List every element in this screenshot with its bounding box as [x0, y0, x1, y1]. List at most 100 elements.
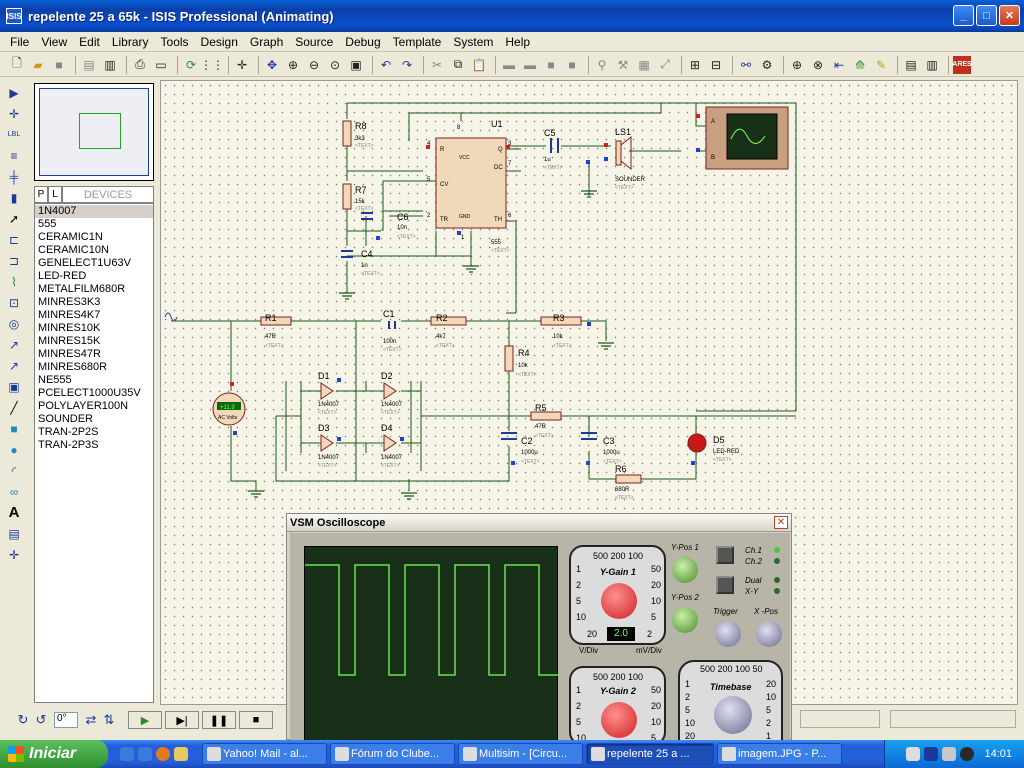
- play-button[interactable]: ▶: [128, 711, 162, 729]
- desktop-quicklaunch-icon[interactable]: [138, 747, 152, 761]
- list-item[interactable]: TRAN-2P2S: [38, 426, 99, 438]
- c5-label[interactable]: C5: [544, 128, 556, 138]
- block-copy-icon[interactable]: ▬: [503, 57, 515, 72]
- virtual-instruments-icon[interactable]: ▣: [8, 379, 20, 394]
- list-item[interactable]: PCELECT1000U35V: [38, 387, 141, 399]
- oscilloscope-close-icon[interactable]: ✕: [774, 516, 788, 529]
- rotate-anticlockwise-icon[interactable]: ↺: [35, 712, 47, 727]
- list-item[interactable]: MINRES3K3: [38, 296, 101, 308]
- list-item[interactable]: LED-RED: [38, 270, 87, 282]
- list-item[interactable]: 1N4007: [35, 205, 153, 218]
- voltage-probe-icon[interactable]: ↗: [8, 337, 20, 352]
- wire-autoroute-icon[interactable]: ⊞: [689, 57, 701, 72]
- block-move-icon[interactable]: ▬: [524, 57, 536, 72]
- r7-label[interactable]: R7: [355, 185, 367, 195]
- pick-devices-tab[interactable]: P: [34, 186, 48, 203]
- redo-icon[interactable]: ↷: [401, 57, 413, 72]
- minimize-button[interactable]: _: [953, 5, 974, 26]
- box-icon[interactable]: ■: [10, 421, 18, 436]
- search-icon[interactable]: ⚯: [740, 57, 752, 72]
- r3-label[interactable]: R3: [553, 313, 565, 323]
- trigger-knob[interactable]: [715, 621, 741, 647]
- list-item[interactable]: MINRES4K7: [38, 309, 101, 321]
- mode-button[interactable]: [716, 576, 734, 594]
- firefox-quicklaunch-icon[interactable]: [156, 747, 170, 761]
- graph-mode-icon[interactable]: ⌇: [11, 274, 17, 289]
- list-item[interactable]: MINRES47R: [38, 348, 101, 360]
- menu-template[interactable]: Template: [392, 34, 442, 49]
- import-icon[interactable]: ▤: [83, 57, 95, 72]
- new-file-icon[interactable]: 🗋: [12, 56, 22, 70]
- zoom-area-icon[interactable]: ▣: [350, 57, 362, 72]
- y-gain-1-knob[interactable]: [601, 583, 637, 619]
- c4-label[interactable]: C4: [361, 249, 373, 259]
- list-item[interactable]: NE555: [38, 374, 72, 386]
- path-icon[interactable]: ∞: [9, 484, 19, 499]
- component-mode-icon[interactable]: ▶: [9, 85, 19, 100]
- list-item[interactable]: MINRES680R: [38, 361, 108, 373]
- library-manager-tab[interactable]: L: [48, 186, 62, 203]
- r1-label[interactable]: R1: [265, 313, 277, 323]
- refresh-icon[interactable]: ⟳: [185, 57, 197, 72]
- ie-quicklaunch-icon[interactable]: [120, 747, 134, 761]
- new-sheet-icon[interactable]: ⊕: [791, 57, 803, 72]
- c1-label[interactable]: C1: [383, 309, 395, 319]
- start-button[interactable]: Iniciar: [0, 740, 108, 768]
- clock[interactable]: 14:01: [984, 748, 1012, 760]
- ares-icon[interactable]: ✎: [875, 57, 887, 72]
- y-pos-1-knob[interactable]: [672, 557, 698, 583]
- grid-icon[interactable]: ⋮⋮: [200, 57, 224, 72]
- oscilloscope-window[interactable]: VSM Oscilloscope ✕ 500 200 100 Y-Gain 1 …: [286, 513, 792, 754]
- menu-graph[interactable]: Graph: [249, 34, 284, 49]
- circle-icon[interactable]: ●: [10, 442, 18, 457]
- r5-label[interactable]: R5: [535, 403, 547, 413]
- device-pins-icon[interactable]: ⊐: [8, 253, 20, 268]
- pan-icon[interactable]: ✥: [266, 57, 278, 72]
- area-icon[interactable]: ▭: [155, 57, 167, 72]
- junction-dot-icon[interactable]: ✛: [8, 106, 20, 121]
- ares-red-icon[interactable]: ARES: [952, 55, 972, 74]
- menu-design[interactable]: Design: [200, 34, 238, 49]
- menu-view[interactable]: View: [41, 34, 68, 49]
- undo-icon[interactable]: ↶: [380, 57, 392, 72]
- property-tool-icon[interactable]: ⚙: [761, 57, 773, 72]
- arc-icon[interactable]: ◜: [11, 463, 17, 478]
- list-item[interactable]: 555: [38, 218, 57, 230]
- current-probe-icon[interactable]: ↗: [8, 358, 20, 373]
- subcircuit-icon[interactable]: ▮: [10, 190, 18, 205]
- task-yahoo-mail[interactable]: Yahoo! Mail - al...: [202, 743, 327, 765]
- x-pos-knob[interactable]: [756, 621, 782, 647]
- marker-icon[interactable]: ✛: [8, 547, 20, 562]
- menu-system[interactable]: System: [453, 34, 494, 49]
- menu-help[interactable]: Help: [505, 34, 531, 49]
- schematic-drawing[interactable]: R8 3k3 <TEXT> R7 15k <TEXT> C6 10n <TEXT…: [161, 81, 1019, 706]
- r6-label[interactable]: R6: [615, 464, 627, 474]
- folder-quicklaunch-icon[interactable]: [174, 747, 188, 761]
- property-icon[interactable]: ⊟: [710, 57, 722, 72]
- menu-source[interactable]: Source: [295, 34, 334, 49]
- origin-icon[interactable]: ✛: [236, 57, 248, 72]
- y-pos-2-knob[interactable]: [672, 607, 698, 633]
- d2-label[interactable]: D2: [381, 371, 393, 381]
- pick-device-icon[interactable]: ⚲: [597, 57, 607, 72]
- list-item[interactable]: TRAN-2P3S: [38, 439, 99, 451]
- list-item[interactable]: CERAMIC1N: [38, 231, 103, 243]
- y-gain-2-knob[interactable]: [601, 702, 637, 738]
- d1-label[interactable]: D1: [318, 371, 330, 381]
- step-button[interactable]: ▶|: [165, 711, 199, 729]
- mirror-x-icon[interactable]: ⇄: [85, 712, 97, 727]
- mirror-y-icon[interactable]: ⇅: [103, 712, 115, 727]
- channel-button[interactable]: [716, 546, 734, 564]
- menu-edit[interactable]: Edit: [79, 34, 100, 49]
- d5-label[interactable]: D5: [713, 435, 725, 445]
- tape-recorder-icon[interactable]: ⊡: [8, 295, 20, 310]
- menu-file[interactable]: File: [10, 34, 30, 49]
- timebase-knob[interactable]: [714, 696, 752, 734]
- zoom-in-icon[interactable]: ⊕: [287, 57, 299, 72]
- list-item[interactable]: MINRES10K: [38, 322, 101, 334]
- pause-button[interactable]: ❚❚: [202, 711, 236, 729]
- stop-button[interactable]: ■: [239, 711, 273, 729]
- netlist-icon[interactable]: ⟰: [854, 57, 866, 72]
- ls1-label[interactable]: LS1: [615, 127, 631, 137]
- r8-label[interactable]: R8: [355, 121, 367, 131]
